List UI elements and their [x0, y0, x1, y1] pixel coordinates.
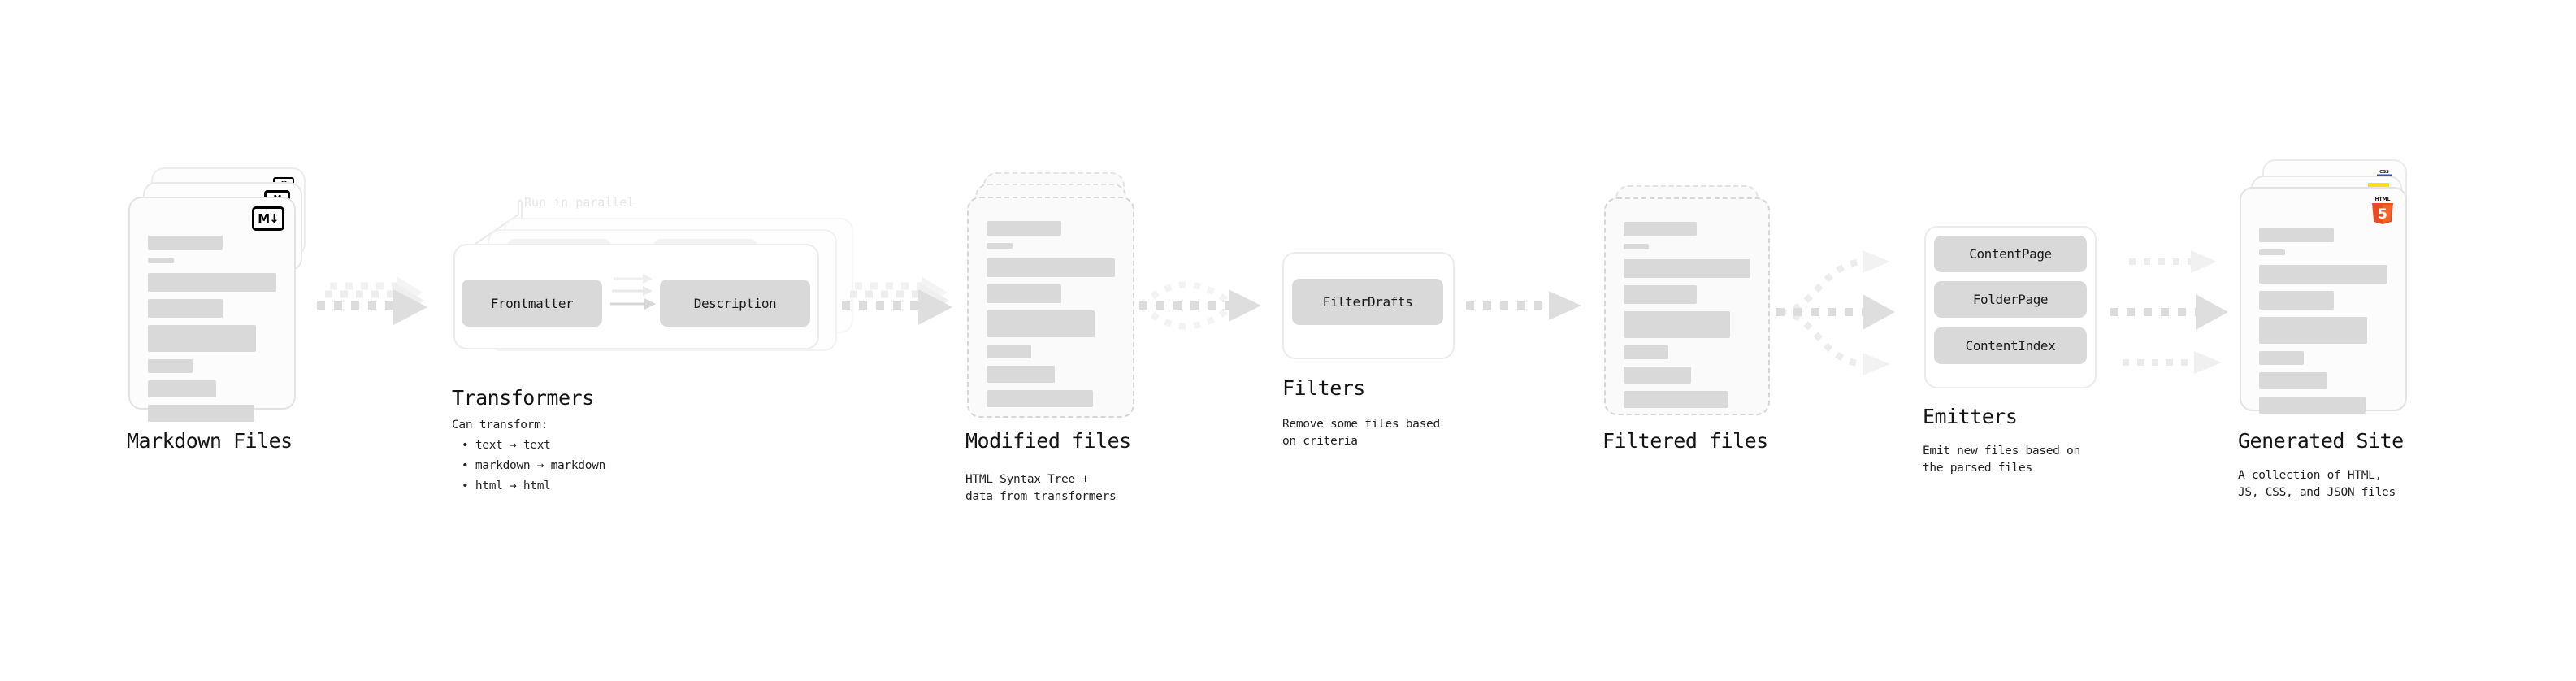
connector-emitters-to-site	[2110, 250, 2228, 374]
html5-badge: HTML 5	[2372, 197, 2393, 224]
placeholder-line	[1624, 367, 1691, 384]
markdown-files-title: Markdown Files	[127, 429, 293, 453]
modified-files-subtitle: HTML Syntax Tree + data from transformer…	[965, 473, 1117, 503]
transformer-description-label: Description	[693, 295, 777, 311]
placeholder-line	[148, 273, 276, 292]
placeholder-line	[1624, 311, 1731, 338]
generated-site-title: Generated Site	[2238, 429, 2404, 453]
transformers-subtitle: Can transform:	[452, 419, 549, 432]
placeholder-line	[987, 258, 1115, 277]
placeholder-line	[2259, 249, 2285, 255]
placeholder-line	[987, 243, 1013, 249]
modified-card-front	[967, 197, 1134, 418]
svg-text:CSS: CSS	[2379, 170, 2389, 175]
placeholder-line	[148, 405, 255, 422]
emitter-folderpage-pill[interactable]: FolderPage	[1934, 281, 2087, 318]
connector-md-to-transformers	[317, 276, 427, 325]
filter-filterdrafts-label: FilterDrafts	[1322, 294, 1413, 310]
svg-text:5: 5	[2378, 206, 2387, 223]
placeholder-line	[148, 236, 223, 250]
emitter-folderpage-label: FolderPage	[1972, 292, 2049, 307]
markdown-badge: M↓	[252, 206, 284, 231]
transformer-frontmatter-pill[interactable]: Frontmatter	[462, 280, 602, 327]
placeholder-line	[2259, 317, 2367, 344]
placeholder-line	[2259, 351, 2305, 365]
filtered-card-front	[1604, 197, 1770, 415]
markdown-card-front: M↓	[128, 197, 296, 422]
transformers-bullet-2: • html → html	[462, 479, 551, 492]
placeholder-line	[1624, 345, 1668, 359]
placeholder-line	[148, 359, 193, 373]
modified-placeholder-lines	[987, 221, 1115, 407]
transformer-frontmatter-label: Frontmatter	[490, 295, 574, 311]
placeholder-line	[1624, 391, 1729, 408]
connector-filtered-to-emitters	[1776, 250, 1895, 375]
generated-site-subtitle: A collection of HTML, JS, CSS, and JSON …	[2238, 469, 2396, 499]
placeholder-line	[1624, 259, 1750, 278]
placeholder-line	[2259, 265, 2387, 284]
connector-transformers-to-modified	[842, 276, 952, 325]
placeholder-line	[148, 380, 216, 397]
filters-subtitle: Remove some files based on criteria	[1282, 418, 1440, 448]
filter-filterdrafts-pill[interactable]: FilterDrafts	[1292, 279, 1443, 325]
placeholder-line	[2259, 291, 2334, 310]
placeholder-line	[987, 366, 1055, 383]
connector-filters-to-filtered	[1466, 291, 1581, 320]
transformers-bullet-0: • text → text	[462, 439, 551, 452]
placeholder-line	[987, 345, 1032, 358]
filtered-placeholder-lines	[1624, 222, 1750, 408]
placeholder-line	[987, 284, 1061, 303]
placeholder-line	[2259, 372, 2327, 389]
emitter-contentindex-label: ContentIndex	[1965, 338, 2056, 354]
placeholder-line	[148, 299, 223, 318]
svg-text:HTML: HTML	[2375, 197, 2391, 202]
placeholder-line	[2259, 228, 2334, 242]
emitters-subtitle: Emit new files based on the parsed files	[1923, 445, 2080, 475]
markdown-placeholder-lines	[148, 236, 276, 422]
run-in-parallel-note: Run in parallel	[524, 195, 635, 210]
modified-files-title: Modified files	[965, 429, 1131, 453]
placeholder-line	[987, 310, 1095, 337]
transformers-bullet-1: • markdown → markdown	[462, 459, 606, 472]
placeholder-line	[987, 390, 1094, 407]
placeholder-line	[1624, 222, 1698, 236]
placeholder-line	[1624, 285, 1698, 304]
filtered-files-title: Filtered files	[1602, 429, 1768, 453]
filters-title: Filters	[1282, 376, 1365, 400]
placeholder-line	[2259, 397, 2366, 414]
placeholder-line	[148, 258, 174, 263]
emitters-title: Emitters	[1923, 405, 2018, 428]
placeholder-line	[987, 221, 1061, 236]
emitter-contentindex-pill[interactable]: ContentIndex	[1934, 327, 2087, 364]
placeholder-line	[1624, 244, 1650, 249]
connector-modified-to-filters	[1138, 281, 1261, 330]
transformers-title: Transformers	[452, 386, 594, 410]
emitter-contentpage-label: ContentPage	[1969, 246, 2052, 262]
transformer-description-pill[interactable]: Description	[660, 280, 810, 327]
markdown-badge-label: M	[258, 210, 270, 226]
css-badge: CSS	[2377, 170, 2392, 176]
emitter-contentpage-pill[interactable]: ContentPage	[1934, 236, 2087, 272]
site-card-front: HTML 5	[2240, 187, 2407, 414]
site-placeholder-lines	[2259, 228, 2387, 414]
placeholder-line	[148, 325, 256, 352]
